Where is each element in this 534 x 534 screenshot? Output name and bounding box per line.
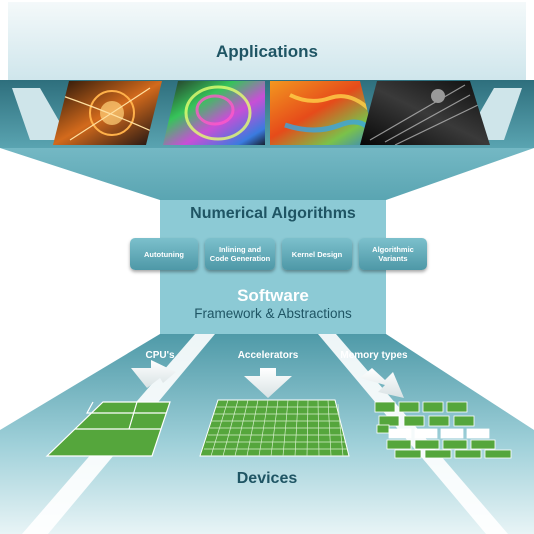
inlining-label-line2: Code Generation bbox=[209, 254, 271, 263]
inlining-label-line1: Inlining and bbox=[218, 245, 262, 254]
inlining-box: Inlining and Code Generation bbox=[205, 238, 275, 270]
cpu-label: CPU's bbox=[145, 350, 175, 361]
memory-arrow-icon bbox=[360, 368, 404, 398]
memory-device bbox=[374, 401, 512, 459]
autotuning-label: Autotuning bbox=[144, 249, 184, 259]
accelerators-label: Accelerators bbox=[237, 350, 299, 361]
cpu-arrow-icon bbox=[131, 360, 176, 388]
funnel bbox=[0, 148, 534, 200]
algorithmic-variants-line2: Variants bbox=[378, 254, 408, 263]
memory-types-label: Memory types bbox=[340, 350, 408, 361]
accelerator-arrow-icon bbox=[244, 368, 292, 398]
autotuning-box: Autotuning bbox=[130, 238, 198, 270]
left-wing bbox=[12, 88, 70, 140]
cpu-device bbox=[45, 401, 171, 457]
kernel-design-label: Kernel Design bbox=[291, 249, 343, 259]
applications-panel bbox=[8, 2, 526, 80]
applications-title: Applications bbox=[215, 42, 318, 61]
fan-divider-right bbox=[318, 334, 508, 534]
galaxy-filament-image bbox=[360, 81, 490, 145]
climate-map-image bbox=[270, 81, 376, 145]
devices-title: Devices bbox=[236, 470, 298, 487]
algorithmic-variants-line1: Algorithmic bbox=[372, 245, 414, 254]
algorithmic-variants-box: Algorithmic Variants bbox=[359, 238, 427, 270]
software-title: Software bbox=[237, 286, 309, 305]
brain-tractography-image bbox=[163, 81, 265, 145]
accelerator-device bbox=[199, 399, 350, 457]
software-subtitle: Framework & Abstractions bbox=[194, 306, 352, 321]
kernel-design-box: Kernel Design bbox=[282, 238, 352, 270]
algorithms-title: Numerical Algorithms bbox=[190, 205, 356, 222]
particle-collision-image bbox=[53, 81, 162, 145]
